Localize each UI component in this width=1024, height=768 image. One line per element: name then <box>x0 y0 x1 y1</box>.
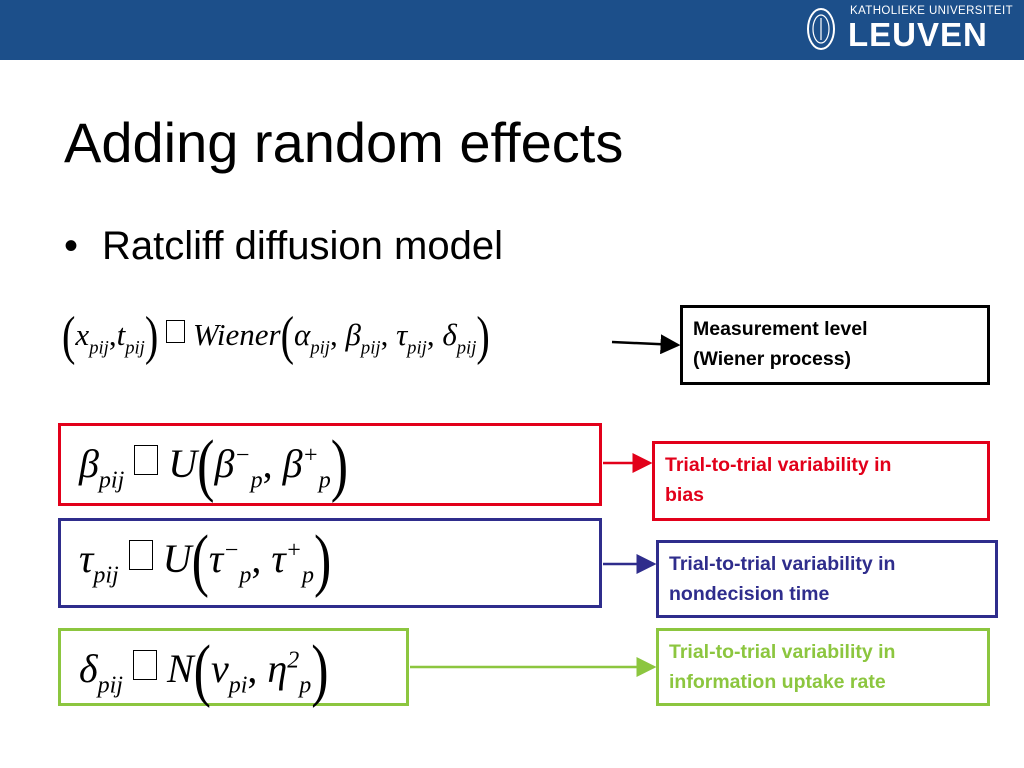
distributed-symbol-icon <box>134 444 159 475</box>
eq-t: t <box>116 316 126 352</box>
eq-dist: U <box>162 535 192 581</box>
label-line: information uptake rate <box>669 671 886 693</box>
eq-sub: p <box>239 562 252 589</box>
eq-sup: + <box>302 442 319 469</box>
bullet-dot: • <box>64 224 79 268</box>
eq-a: ν <box>210 645 229 691</box>
eq-sub: pi <box>228 672 248 699</box>
eq-sub: pij <box>407 337 427 359</box>
nondecision-variability-label: Trial-to-trial variability in nondecisio… <box>656 540 998 618</box>
information-variability-label: Trial-to-trial variability in informatio… <box>656 628 990 706</box>
eq-tau: τ <box>396 316 408 352</box>
eq-delta: δ <box>442 316 457 352</box>
label-line: Trial-to-trial variability in <box>669 641 896 663</box>
header-bar: KATHOLIEKE UNIVERSITEIT LEUVEN <box>0 0 1024 60</box>
eq-b: η <box>267 645 288 691</box>
eq-sub: pij <box>89 337 109 359</box>
eq-b: τ <box>271 535 286 581</box>
eq-b: β <box>282 440 303 486</box>
eq-lhs: δ <box>79 645 98 691</box>
bias-variability-label: Trial-to-trial variability in bias <box>652 441 990 521</box>
wiener-equation: (xpij,tpij)Wiener(αpij, βpij, τpij, δpij… <box>62 305 490 366</box>
label-line: nondecision time <box>669 583 830 605</box>
eq-alpha: α <box>294 316 311 352</box>
eq-x: x <box>75 316 90 352</box>
university-name-logo: LEUVEN <box>848 16 988 53</box>
eq-sub: p <box>299 672 312 699</box>
eq-dist: N <box>166 645 194 691</box>
eq-sub: pij <box>98 467 125 494</box>
eq-lhs: β <box>79 440 99 486</box>
eq-beta: β <box>345 316 361 352</box>
slide-title: Adding random effects <box>64 111 624 174</box>
distributed-symbol-icon <box>128 539 153 570</box>
label-line: bias <box>665 484 705 506</box>
eq-sub: pij <box>456 337 477 359</box>
label-line: (Wiener process) <box>693 348 852 370</box>
university-seal-icon <box>807 8 835 50</box>
eq-lhs: τ <box>79 535 94 581</box>
eq-sub: pij <box>125 337 145 359</box>
measurement-level-label: Measurement level (Wiener process) <box>680 305 990 385</box>
distributed-symbol-icon <box>166 319 186 344</box>
eq-sub: p <box>318 467 331 494</box>
eq-a: β <box>214 440 235 486</box>
university-name-small: KATHOLIEKE UNIVERSITEIT <box>850 5 1013 17</box>
label-line: Trial-to-trial variability in <box>669 553 896 575</box>
distributed-symbol-icon <box>132 649 157 680</box>
eq-wiener: Wiener <box>192 316 281 352</box>
eq-sub: pij <box>310 337 330 359</box>
eq-sup: − <box>234 442 251 469</box>
eq-sup: 2 <box>287 647 300 674</box>
bullet-text: Ratcliff diffusion model <box>102 224 503 268</box>
eq-sub: pij <box>93 562 119 589</box>
eq-sub: pij <box>97 672 123 699</box>
eq-sup: + <box>285 537 302 564</box>
eq-a: τ <box>208 535 224 581</box>
eq-dist: U <box>168 440 198 486</box>
bullet-item: • Ratcliff diffusion model <box>64 224 503 269</box>
label-line: Measurement level <box>693 318 868 340</box>
eq-sub: pij <box>360 337 381 359</box>
eq-sub: p <box>250 467 263 494</box>
eq-sup: − <box>223 537 240 564</box>
eq-sub: p <box>301 562 314 589</box>
arrow-measurement <box>611 334 681 355</box>
label-line: Trial-to-trial variability in <box>665 454 892 476</box>
